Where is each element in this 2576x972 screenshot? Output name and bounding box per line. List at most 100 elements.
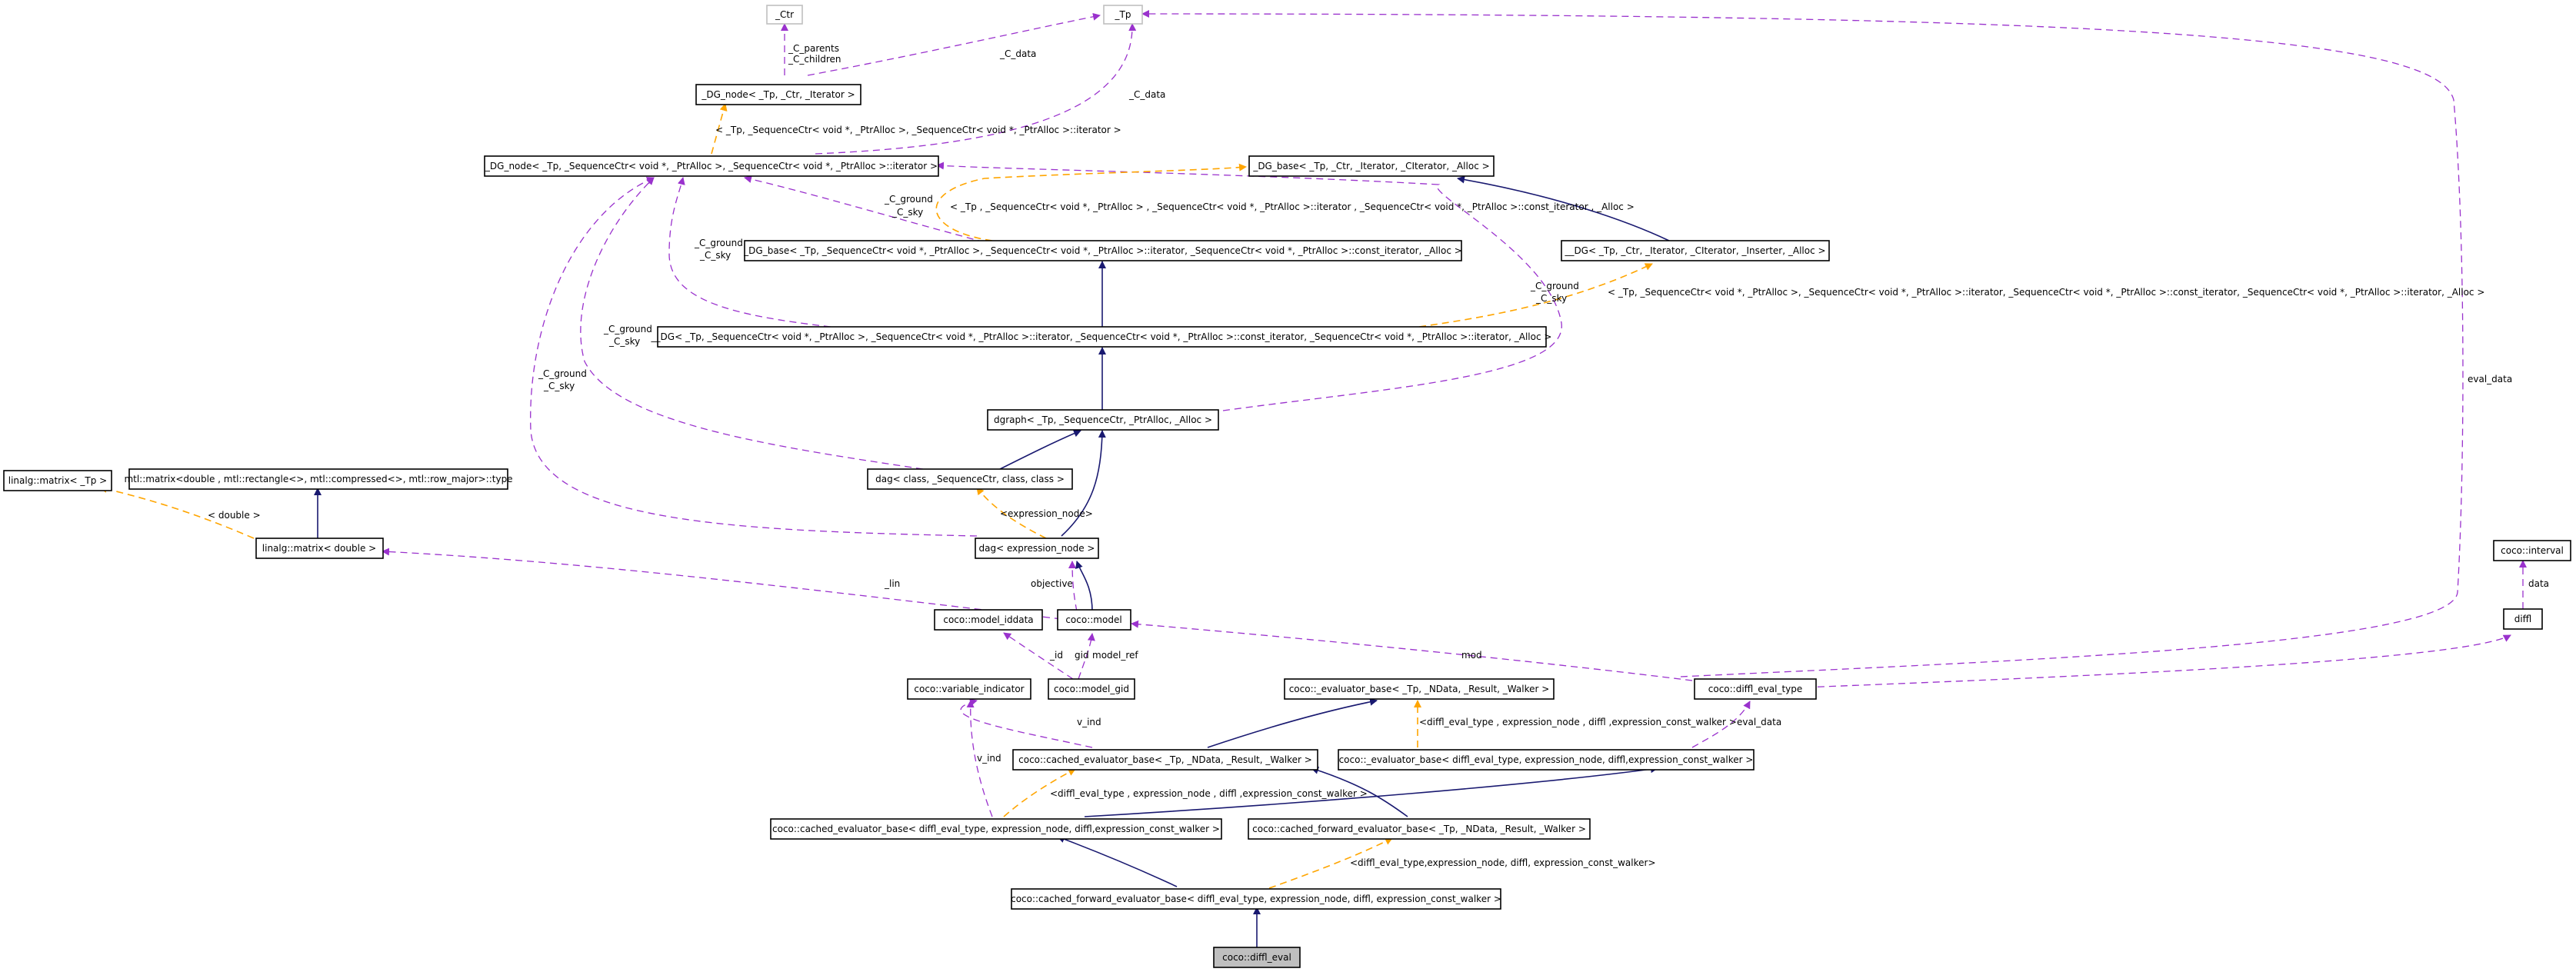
node-variable-indicator[interactable]: coco::variable_indicator bbox=[907, 678, 1031, 700]
edge-label: eval_data bbox=[1737, 717, 1781, 727]
edge-label: <diffl_eval_type,expression_node, diffl,… bbox=[1350, 857, 1656, 868]
node-dg-base-seq[interactable]: _DG_base< _Tp, _SequenceCtr< void *, _Pt… bbox=[743, 240, 1462, 261]
node-dag-class[interactable]: dag< class, _SequenceCtr, class, class > bbox=[867, 468, 1073, 490]
edge-label: v_ind bbox=[977, 753, 1001, 764]
node-label: __DG< _Tp, _SequenceCtr< void *, _PtrAll… bbox=[651, 331, 1552, 342]
edge-label: _C_parents bbox=[788, 43, 839, 54]
node-label: coco::cached_evaluator_base< diffl_eval_… bbox=[772, 824, 1220, 834]
edge-inh-dag-expr bbox=[1061, 430, 1106, 537]
node-diffl-eval-type[interactable]: coco::diffl_eval_type bbox=[1694, 678, 1817, 700]
edge-label: < _Tp, _SequenceCtr< void *, _PtrAlloc >… bbox=[715, 125, 1121, 135]
edge-label: < double > bbox=[208, 510, 261, 521]
edge-label: gid bbox=[1075, 650, 1089, 661]
node-ctr[interactable]: _Ctr bbox=[766, 5, 803, 25]
edge-label: _C_ground bbox=[694, 238, 743, 248]
node-cached-fwd-base-diffl[interactable]: coco::cached_forward_evaluator_base< dif… bbox=[1011, 888, 1501, 910]
node-model-gid[interactable]: coco::model_gid bbox=[1048, 678, 1135, 700]
node-label: dag< expression_node > bbox=[978, 543, 1095, 554]
node-label: _DG_base< _Tp, _Ctr, _Iterator, _CIterat… bbox=[1252, 161, 1489, 171]
node-eval-base-diffl[interactable]: coco::_evaluator_base< diffl_eval_type, … bbox=[1338, 749, 1755, 771]
edge-label: _lin bbox=[884, 578, 900, 589]
edge-inh-dag-class bbox=[999, 429, 1081, 470]
edge-dag-class-to-dgnode bbox=[580, 177, 924, 470]
edge-label: mod bbox=[1461, 650, 1482, 661]
edge-inh-cached-eval-diffl-a bbox=[1084, 765, 1658, 817]
node-tp[interactable]: _Tp bbox=[1103, 5, 1143, 25]
edge-label: _C_data bbox=[1128, 89, 1165, 100]
edge-inh-dg-ctr bbox=[1457, 175, 1670, 241]
node-label: _DG_base< _Tp, _SequenceCtr< void *, _Pt… bbox=[743, 245, 1462, 256]
edges bbox=[99, 10, 2527, 947]
edge-labels: _C_parents _C_children _C_data _C_data <… bbox=[208, 43, 2549, 868]
edge-label: _id bbox=[1049, 650, 1063, 661]
edge-label: _C_sky bbox=[608, 336, 640, 347]
node-cached-fwd-base-tp[interactable]: coco::cached_forward_evaluator_base< _Tp… bbox=[1248, 818, 1591, 840]
node-label: dgraph< _Tp, _SequenceCtr, _PtrAlloc, _A… bbox=[994, 414, 1212, 425]
node-mtl-matrix[interactable]: mtl::matrix<double , mtl::rectangle<>, m… bbox=[124, 468, 513, 490]
node-model[interactable]: coco::model bbox=[1057, 609, 1131, 631]
node-label: coco::model bbox=[1065, 614, 1121, 625]
node-label: diffl bbox=[2514, 614, 2532, 624]
edge-tmpl-expression-node bbox=[976, 487, 1047, 539]
node-label: coco::_evaluator_base< diffl_eval_type, … bbox=[1339, 754, 1754, 765]
edge-model-ref bbox=[1078, 633, 1095, 680]
edge-tmpl-dg bbox=[1418, 263, 1653, 328]
node-dg-ctr[interactable]: __DG< _Tp, _Ctr, _Iterator, _CIterator, … bbox=[1561, 240, 1830, 261]
edge-tmpl-cached-eval bbox=[1003, 768, 1076, 817]
nodes: _Ctr _Tp _DG_node< _Tp, _Ctr, _Iterator … bbox=[3, 5, 2571, 968]
node-cached-eval-base-diffl[interactable]: coco::cached_evaluator_base< diffl_eval_… bbox=[770, 818, 1222, 840]
node-dg-base-ctr[interactable]: _DG_base< _Tp, _Ctr, _Iterator, _CIterat… bbox=[1248, 155, 1495, 177]
node-dag-expr[interactable]: dag< expression_node > bbox=[975, 538, 1099, 559]
edge-label: _C_ground bbox=[884, 194, 933, 205]
node-dg-seq[interactable]: __DG< _Tp, _SequenceCtr< void *, _PtrAll… bbox=[651, 326, 1552, 348]
edge-label: <diffl_eval_type , expression_node , dif… bbox=[1050, 788, 1368, 799]
node-label: coco::_evaluator_base< _Tp, _NData, _Res… bbox=[1289, 684, 1550, 694]
node-diffl-eval[interactable]: coco::diffl_eval bbox=[1213, 947, 1301, 968]
edge-inh-model bbox=[1075, 561, 1093, 612]
node-label: linalg::matrix< _Tp > bbox=[8, 475, 107, 486]
node-diffl[interactable]: diffl bbox=[2503, 608, 2543, 630]
edge-label: _C_data bbox=[999, 48, 1036, 59]
edge-tmpl-cached-fwd bbox=[1268, 837, 1393, 889]
edge-label: _C_sky bbox=[891, 207, 923, 218]
edge-cached-eval-vind bbox=[960, 698, 1093, 748]
node-label: _DG_node< _Tp, _Ctr, _Iterator > bbox=[701, 89, 855, 100]
edge-objective bbox=[1068, 561, 1078, 612]
edge-inh-cached-eval-tp bbox=[1207, 697, 1378, 748]
edge-tmpl-double bbox=[99, 485, 255, 539]
edge-label: <diffl_eval_type , expression_node , dif… bbox=[1419, 717, 1737, 727]
node-eval-base-tp[interactable]: coco::_evaluator_base< _Tp, _NData, _Res… bbox=[1284, 678, 1555, 700]
node-label: coco::diffl_eval bbox=[1222, 952, 1291, 963]
edge-dg-seq-to-dgnode bbox=[668, 177, 831, 328]
edge-inh-cached-fwd-diffl bbox=[1057, 835, 1178, 887]
node-dg-node-ctr[interactable]: _DG_node< _Tp, _Ctr, _Iterator > bbox=[695, 84, 861, 105]
node-dg-node-seq[interactable]: _DG_node< _Tp, _SequenceCtr< void *, _Pt… bbox=[484, 155, 939, 177]
edge-label: < _Tp , _SequenceCtr< void *, _PtrAlloc … bbox=[950, 201, 1635, 212]
node-dgraph[interactable]: dgraph< _Tp, _SequenceCtr, _PtrAlloc, _A… bbox=[987, 409, 1219, 431]
node-label: coco::model_gid bbox=[1054, 684, 1129, 694]
edge-dgnode-seq-to-tp bbox=[815, 23, 1137, 155]
node-interval[interactable]: coco::interval bbox=[2493, 540, 2571, 561]
node-label: coco::model_iddata bbox=[943, 614, 1033, 625]
edge-label: data bbox=[2528, 578, 2549, 589]
edge-cached-eval-diffl-vind bbox=[966, 700, 993, 817]
edge-dgnode-ctr-to-tp bbox=[807, 12, 1101, 76]
node-cached-eval-base-tp[interactable]: coco::cached_evaluator_base< _Tp, _NData… bbox=[1012, 749, 1318, 771]
node-label: dag< class, _SequenceCtr, class, class > bbox=[875, 474, 1065, 484]
node-linalg-double[interactable]: linalg::matrix< double > bbox=[255, 538, 384, 559]
edge-label: v_ind bbox=[1077, 717, 1101, 727]
node-label: coco::variable_indicator bbox=[914, 684, 1024, 694]
edge-linalg-double-lin bbox=[382, 548, 1062, 620]
edge-label: _C_sky bbox=[1535, 293, 1567, 304]
edge-diffl-evaltype-data bbox=[1782, 634, 2511, 689]
edge-label: _C_ground bbox=[603, 324, 652, 335]
node-linalg-tp[interactable]: linalg::matrix< _Tp > bbox=[3, 470, 112, 491]
node-label: _Ctr bbox=[775, 9, 794, 20]
edge-label: _C_ground bbox=[1530, 281, 1579, 291]
edge-evalbase-tp-to-tp bbox=[1141, 10, 2464, 677]
node-label: __DG< _Tp, _Ctr, _Iterator, _CIterator, … bbox=[1564, 245, 1825, 256]
node-model-iddata[interactable]: coco::model_iddata bbox=[934, 609, 1043, 631]
edge-dgraph-to-dgnode bbox=[936, 161, 1562, 411]
node-label: _DG_node< _Tp, _SequenceCtr< void *, _Pt… bbox=[485, 161, 938, 171]
